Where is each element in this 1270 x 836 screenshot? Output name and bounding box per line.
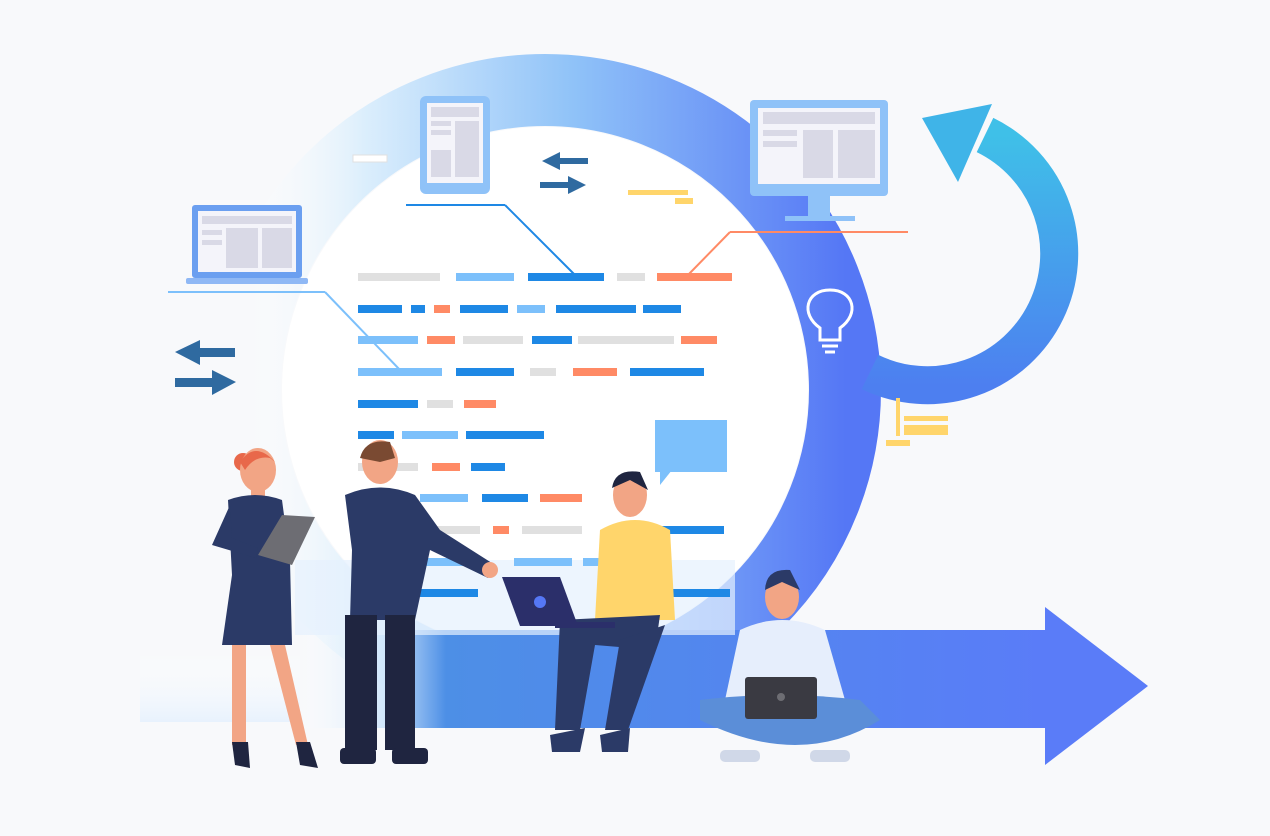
code-line-segment bbox=[530, 368, 556, 376]
code-line-segment bbox=[402, 431, 458, 439]
swap-arrows-icon bbox=[540, 152, 588, 194]
code-line-segment bbox=[358, 273, 440, 281]
man-sitting-cross-legged bbox=[700, 569, 880, 762]
code-line-segment bbox=[434, 305, 450, 313]
code-line-segment bbox=[358, 336, 418, 344]
code-line-segment bbox=[482, 494, 528, 502]
code-line-segment bbox=[540, 494, 582, 502]
man-pointing bbox=[340, 440, 498, 764]
code-line-segment bbox=[514, 558, 572, 566]
woman-with-tablet bbox=[212, 448, 318, 768]
code-line-segment bbox=[583, 558, 603, 566]
code-line-segment bbox=[578, 336, 674, 344]
speech-bubble-icon bbox=[655, 420, 727, 485]
code-line-segment bbox=[650, 589, 730, 597]
code-line-segment bbox=[528, 273, 604, 281]
code-line-segment bbox=[432, 463, 460, 471]
man-with-laptop-sitting bbox=[502, 471, 675, 752]
tablet-icon bbox=[420, 96, 490, 194]
code-line-segment bbox=[460, 305, 508, 313]
code-line-segment bbox=[411, 305, 425, 313]
code-line-segment bbox=[522, 526, 582, 534]
code-line-segment bbox=[617, 273, 645, 281]
code-line-segment bbox=[358, 368, 442, 376]
code-line-segment bbox=[657, 273, 732, 281]
monitor-icon bbox=[750, 100, 888, 221]
code-line-segment bbox=[466, 431, 544, 439]
code-line-segment bbox=[427, 336, 455, 344]
code-line-segment bbox=[643, 305, 681, 313]
code-line-segment bbox=[556, 305, 636, 313]
code-line-segment bbox=[471, 463, 505, 471]
code-line-segment bbox=[681, 336, 717, 344]
code-line-segment bbox=[427, 400, 453, 408]
code-line-segment bbox=[420, 558, 476, 566]
code-line-segment bbox=[464, 400, 496, 408]
code-line-segment bbox=[573, 368, 617, 376]
code-line-segment bbox=[420, 494, 468, 502]
cycle-arrow-icon bbox=[861, 104, 1079, 405]
code-line-segment bbox=[463, 336, 523, 344]
code-line-segment bbox=[420, 526, 480, 534]
yellow-marks bbox=[628, 190, 948, 446]
code-line-segment bbox=[532, 336, 572, 344]
code-line-segment bbox=[493, 526, 509, 534]
code-line-segment bbox=[660, 526, 724, 534]
code-line-segment bbox=[358, 400, 418, 408]
code-line-segment bbox=[517, 305, 545, 313]
swap-arrows-icon bbox=[175, 340, 236, 395]
lightbulb-icon bbox=[806, 288, 854, 354]
code-line-segment bbox=[456, 273, 514, 281]
code-line-segment bbox=[420, 589, 478, 597]
code-line-segment bbox=[630, 368, 704, 376]
code-line-segment bbox=[456, 368, 514, 376]
laptop-icon bbox=[186, 205, 308, 284]
code-line-segment bbox=[358, 305, 402, 313]
code-lines bbox=[358, 273, 732, 597]
code-line-segment bbox=[358, 431, 394, 439]
